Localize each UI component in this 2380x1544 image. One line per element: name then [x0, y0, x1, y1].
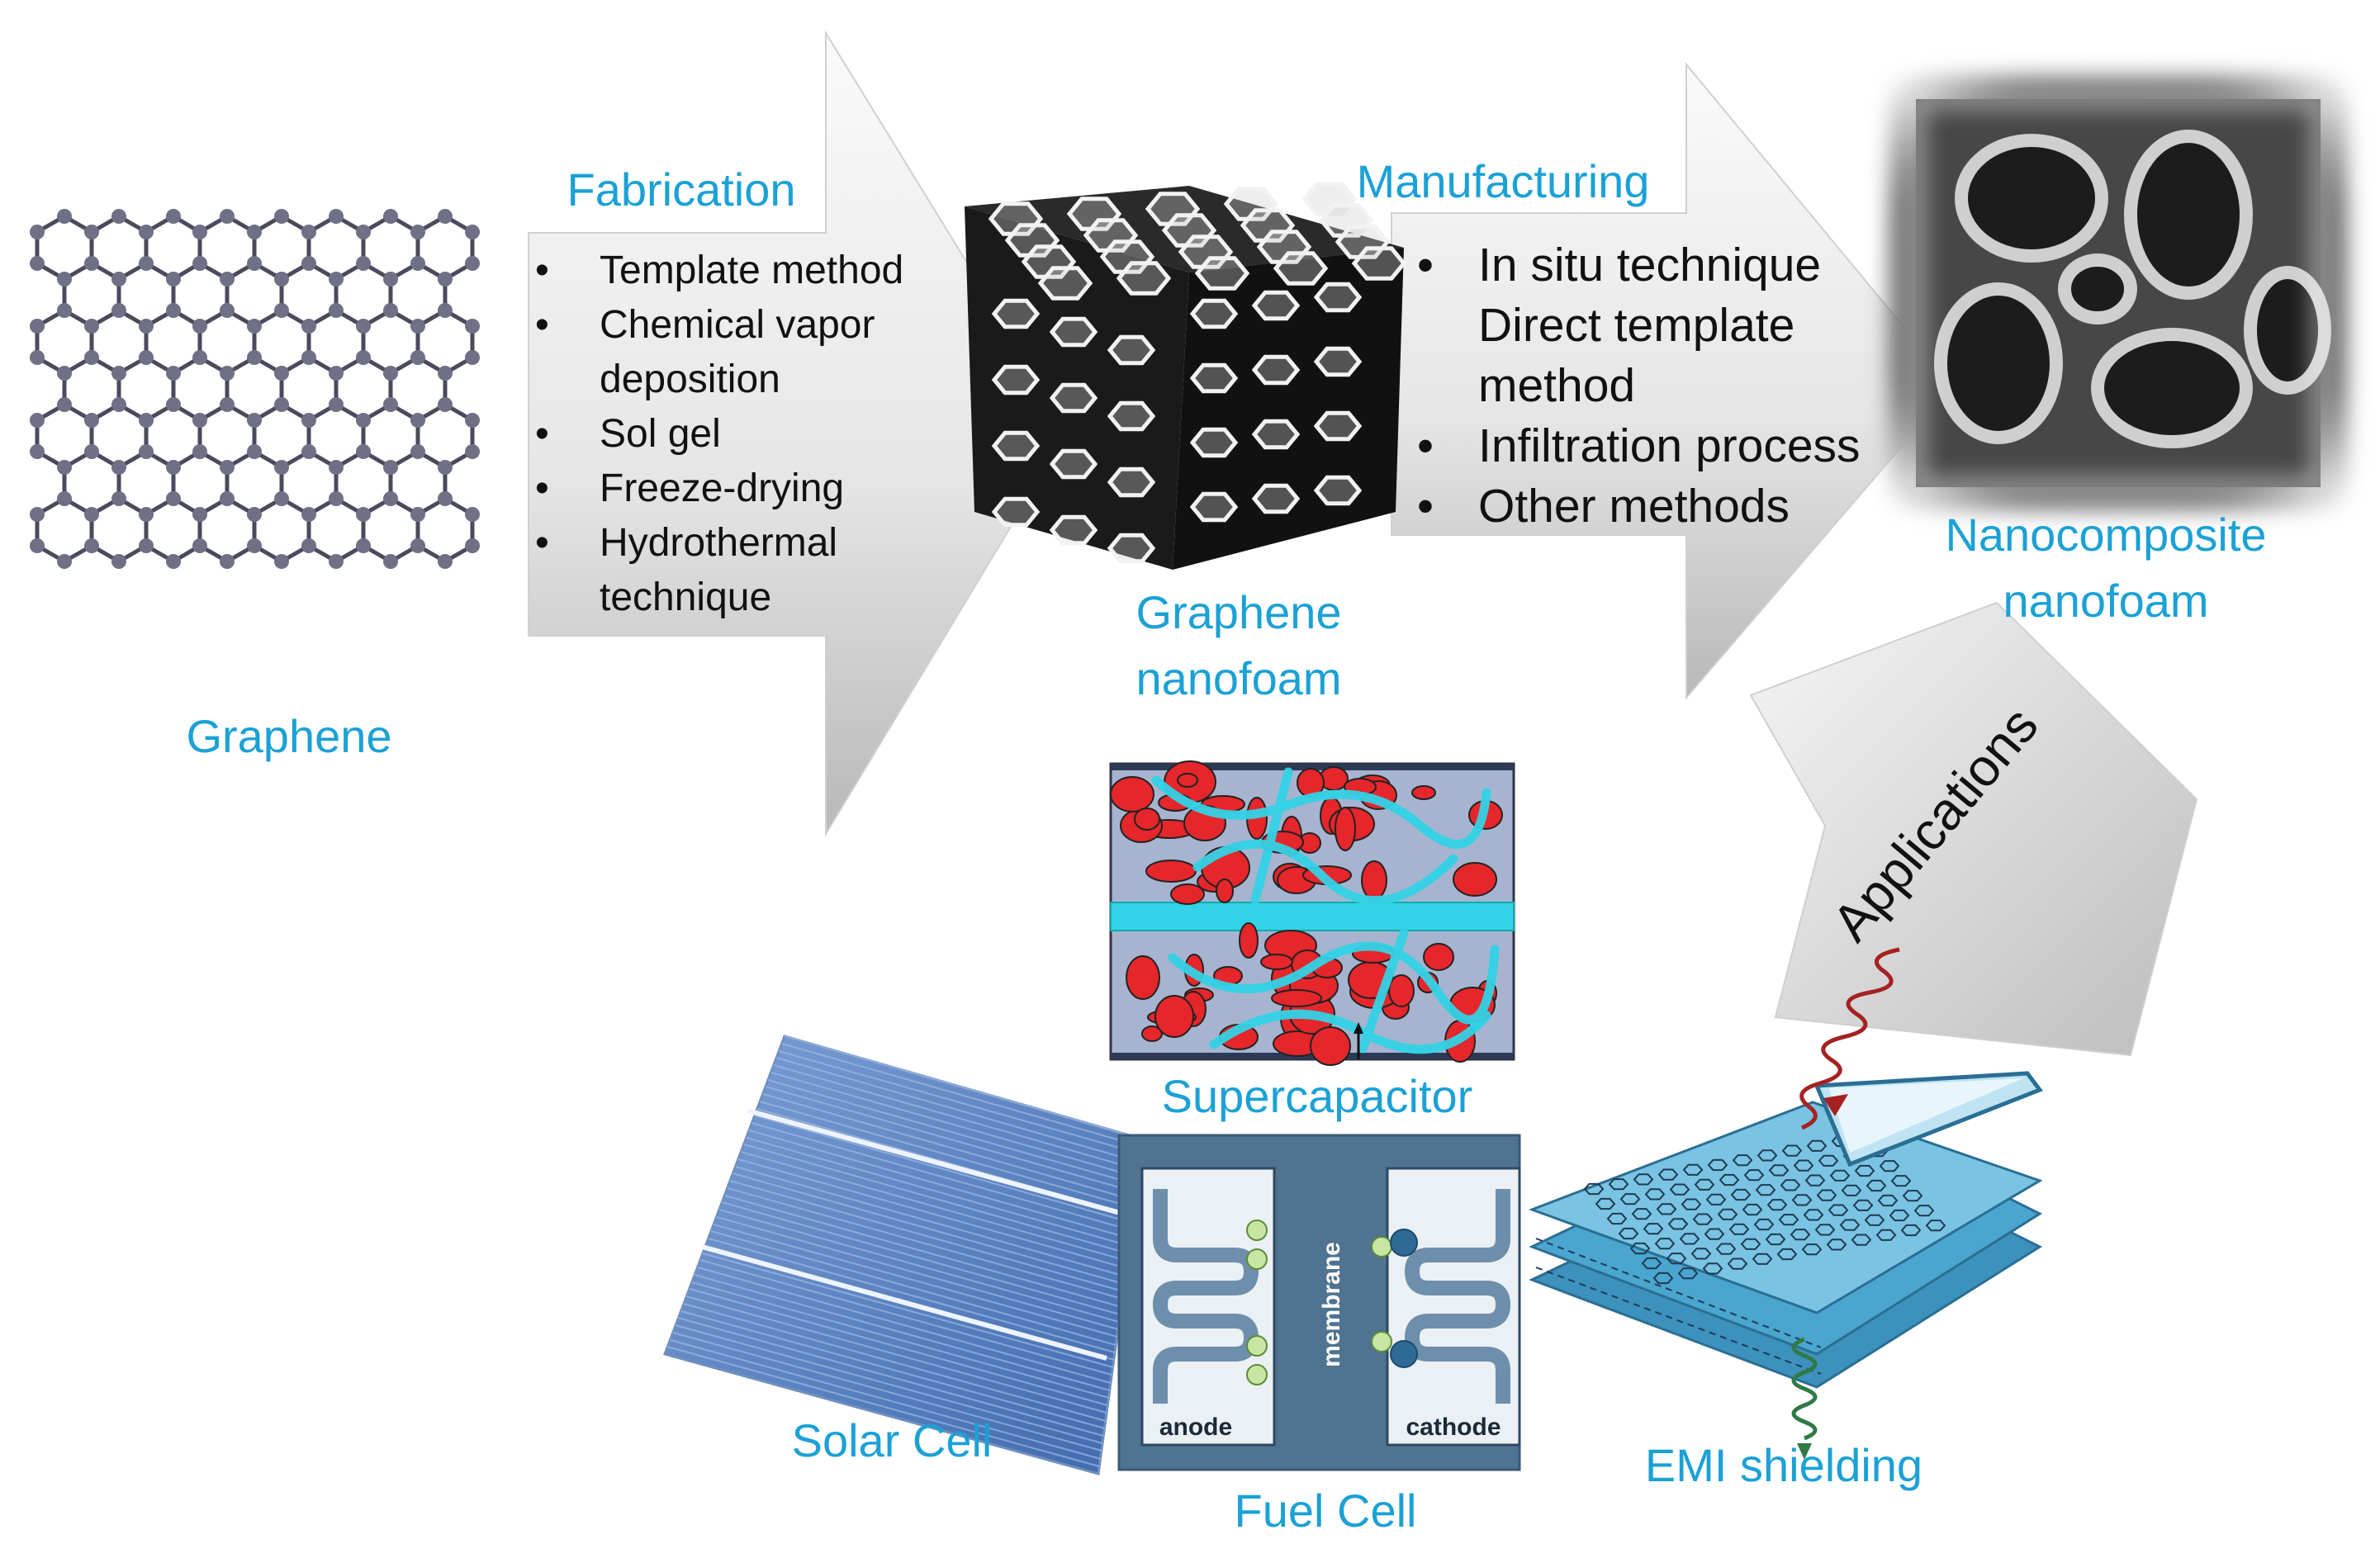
graphene-nanofoam-cube-icon [965, 182, 1407, 570]
manufacturing-method-item: Other methods [1412, 476, 1861, 537]
manufacturing-method-item: method [1478, 359, 1636, 412]
graphene-lattice-icon [30, 209, 480, 569]
fuel-cell-anode-label: anode [1159, 1414, 1232, 1441]
fabrication-method-item: Sol gel [535, 407, 903, 462]
emi-shield-layers-icon [1528, 1071, 2043, 1389]
fabrication-method-item: Template method [535, 244, 903, 298]
manufacturing-method-item: Infiltration process [1412, 416, 1861, 476]
fabrication-method-item: technique [600, 575, 772, 619]
fabrication-method-item: Freeze-drying [535, 462, 903, 516]
fabrication-method-item: deposition [600, 358, 780, 401]
solar-cell-icon [663, 1035, 1145, 1475]
fabrication-methods-list: Template methodChemical vapor depositionS… [535, 244, 903, 625]
fabrication-method-item: Chemical vapor [535, 298, 903, 353]
emi-shielding-label: EMI shielding [1644, 1439, 1923, 1491]
graphene-nanofoam-line2: nanofoam [1135, 651, 1342, 704]
fabrication-method-item: Hydrothermal [535, 516, 903, 571]
graphene-nanofoam-label: Graphene nanofoam [1082, 580, 1396, 711]
manufacturing-method-item: In situ technique [1412, 235, 1861, 296]
graphene-label: Graphene [186, 710, 392, 762]
fuel-cell-membrane-label: membrane [1318, 1242, 1345, 1367]
red-wave-icon [1799, 947, 1900, 1130]
nanocomposite-line2: nanofoam [2003, 574, 2209, 627]
nanocomposite-line1: Nanocomposite [1945, 509, 2267, 561]
solar-cell-label: Solar Cell [791, 1414, 993, 1466]
fabrication-label: Fabrication [567, 163, 796, 215]
fuel-cell-cathode-label: cathode [1406, 1414, 1501, 1441]
manufacturing-method-item: Direct template [1478, 299, 1795, 352]
supercapacitor-label: Supercapacitor [1161, 1070, 1473, 1122]
supercapacitor-diagram-icon [1109, 760, 1515, 1066]
fuel-cell-label: Fuel Cell [1234, 1485, 1417, 1537]
applications-arrow [1749, 601, 2198, 1057]
sem-nanofoam-image [1891, 78, 2345, 508]
graphene-nanofoam-line1: Graphene [1135, 586, 1342, 638]
manufacturing-label: Manufacturing [1356, 155, 1650, 207]
nanocomposite-nanofoam-label: Nanocomposite nanofoam [1916, 502, 2296, 633]
fuel-cell-diagram-icon: anode cathode membrane [1117, 1134, 1521, 1471]
green-wave-icon [1791, 1337, 1818, 1441]
